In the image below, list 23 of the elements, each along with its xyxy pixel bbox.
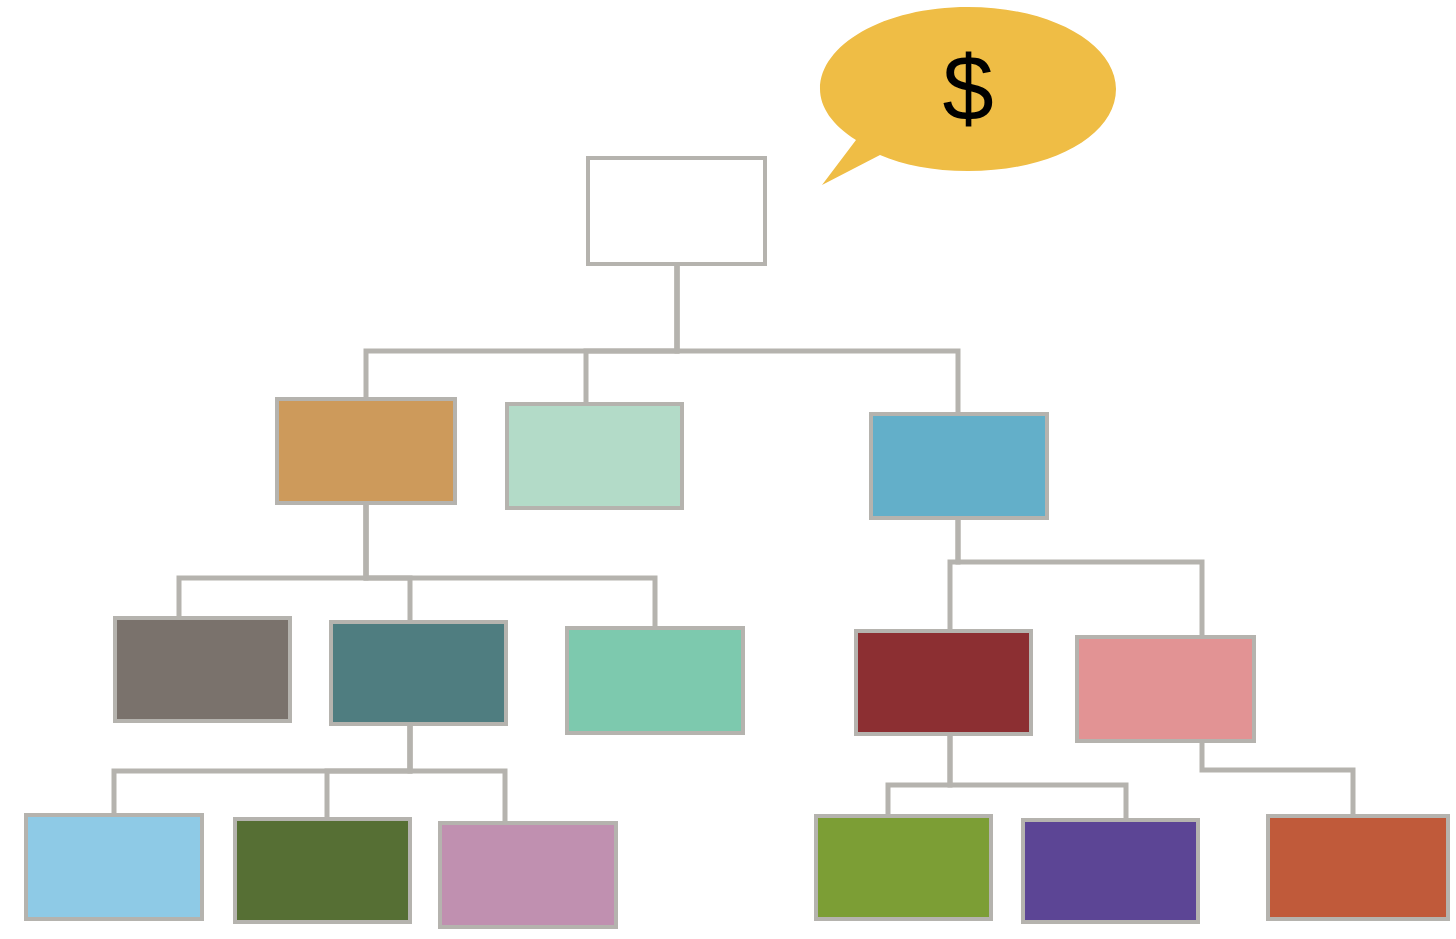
org-chart-box — [1266, 814, 1450, 921]
connector-line — [955, 520, 1205, 635]
org-chart-box — [1021, 818, 1200, 924]
connector-line — [1199, 743, 1356, 814]
org-chart-box — [329, 620, 508, 726]
org-chart-box — [438, 821, 618, 929]
speech-bubble — [818, 5, 1118, 187]
connector-line — [947, 736, 1129, 818]
org-chart-box — [505, 402, 684, 510]
org-chart-box — [854, 629, 1033, 736]
org-chart-box — [275, 397, 457, 505]
connector-line — [674, 266, 961, 412]
connector-line — [363, 505, 658, 626]
org-chart-box — [113, 616, 292, 723]
org-chart-box — [24, 813, 204, 921]
org-chart-box — [586, 156, 767, 266]
org-chart-box — [814, 814, 993, 921]
dollar-sign: $ — [942, 42, 994, 134]
connector-line — [407, 726, 508, 821]
org-chart-box — [565, 626, 745, 735]
org-chart-box — [869, 412, 1049, 520]
org-chart-box — [1075, 635, 1256, 743]
org-chart-box — [233, 817, 412, 924]
